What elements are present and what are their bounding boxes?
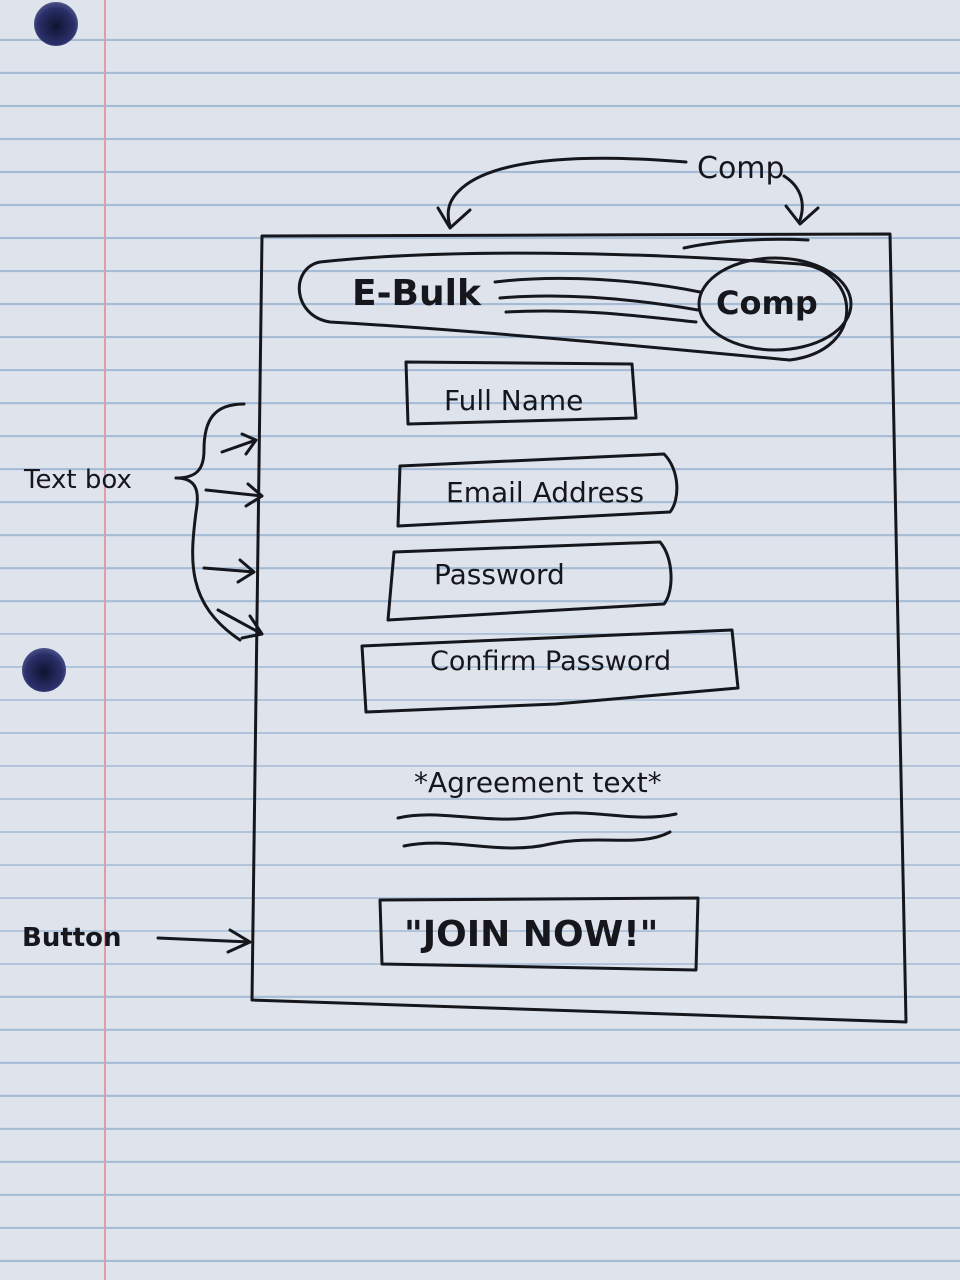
password-placeholder: Password [434, 558, 565, 591]
text-box-annotation: Text box [23, 465, 132, 495]
confirm-password-field[interactable]: Confirm Password [360, 628, 740, 714]
screen-frame [250, 232, 908, 1024]
email-field[interactable]: Email Address [396, 452, 679, 528]
arrow-to-email [204, 482, 264, 508]
arrow-to-password [202, 558, 256, 584]
confirm-password-placeholder: Confirm Password [430, 646, 671, 677]
header-scribble-3 [504, 309, 698, 324]
agreement-scribble-2 [402, 830, 672, 850]
callout-arrow-left [446, 156, 688, 228]
password-field[interactable]: Password [386, 540, 673, 622]
callout-arrow-right [782, 174, 804, 222]
header-scribble-1 [493, 276, 702, 294]
callout-comp-label: Comp [697, 151, 785, 186]
arrow-to-button [156, 928, 252, 954]
join-now-label: "JOIN NOW!" [404, 914, 658, 955]
email-placeholder: Email Address [446, 476, 644, 509]
comp-badge-outline [697, 256, 853, 352]
comp-badge-text: Comp [716, 284, 818, 322]
arrow-to-full-name [220, 432, 258, 456]
callout-arrowhead-left [436, 206, 472, 230]
agreement-text: *Agreement text* [414, 766, 662, 799]
logo-text: E-Bulk [352, 273, 482, 314]
binder-hole-top [34, 2, 78, 46]
brace-upper [174, 402, 246, 480]
arrow-to-confirm-password [216, 608, 264, 640]
binder-hole-middle [22, 648, 66, 692]
brace-lower [174, 476, 242, 642]
header-scribble-2 [498, 294, 700, 312]
agreement-scribble-1 [396, 811, 678, 821]
frame-top-scribble [682, 237, 810, 250]
full-name-field[interactable]: Full Name [404, 360, 638, 426]
notebook-margin-line [104, 0, 106, 1280]
button-annotation: Button [22, 923, 122, 953]
callout-arrowhead-right [784, 204, 820, 226]
header-bar: E-Bulk Comp [297, 251, 853, 362]
full-name-placeholder: Full Name [444, 384, 583, 417]
join-now-button[interactable]: "JOIN NOW!" [378, 896, 700, 972]
